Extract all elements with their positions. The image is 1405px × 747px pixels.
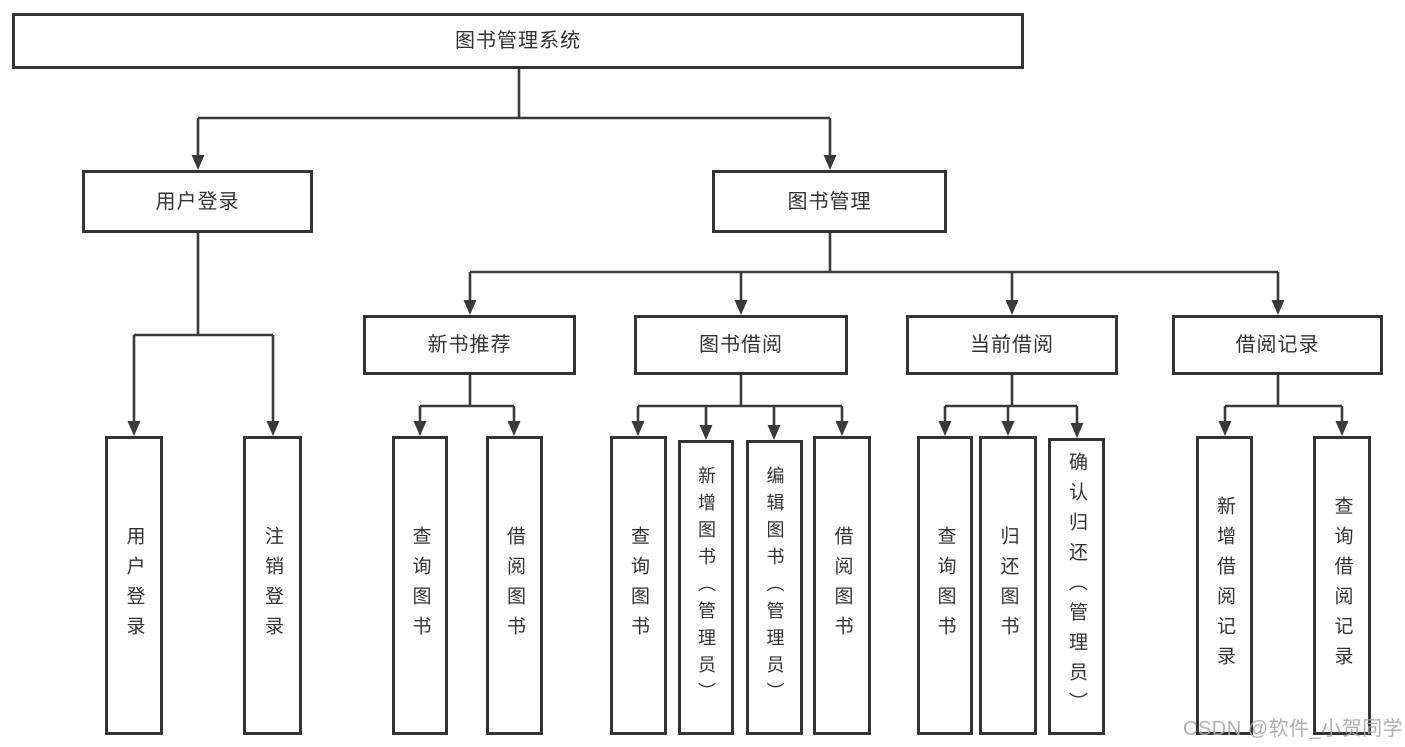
arrow-down-icon (699, 425, 713, 440)
node-label: 查询借阅记录 (1331, 495, 1353, 676)
connector-records-children (1218, 375, 1349, 436)
arrow-down-icon (1335, 421, 1349, 436)
arrow-down-icon (127, 421, 141, 436)
connector-recommend-children (413, 375, 521, 436)
arrow-down-icon (1070, 423, 1084, 438)
node-book-management: 图书管理 (712, 170, 947, 233)
arrow-down-icon (823, 155, 837, 170)
leaf-user-login: 用户登录 (105, 436, 163, 735)
node-label: 确认归还（管理员） (1066, 451, 1087, 722)
arrow-down-icon (413, 421, 427, 436)
node-current-borrow: 当前借阅 (906, 315, 1118, 375)
node-label: 新书推荐 (427, 334, 512, 356)
leaf-add-book-admin: 新增图书（管理员） (678, 440, 734, 735)
node-label: 查询图书 (934, 525, 956, 646)
arrow-down-icon (1218, 421, 1232, 436)
node-label: 借阅记录 (1235, 334, 1320, 356)
leaf-logout: 注销登录 (243, 436, 302, 735)
arrow-down-icon (835, 421, 849, 436)
node-label: 用户登录 (123, 525, 145, 646)
arrow-down-icon (631, 421, 645, 436)
connector-borrow-children (631, 375, 849, 440)
node-label: 新增图书（管理员） (696, 466, 716, 709)
node-label: 查询图书 (628, 525, 649, 646)
node-label: 注销登录 (262, 525, 283, 646)
node-library-system: 图书管理系统 (12, 13, 1024, 69)
connector-user-login-children (127, 233, 280, 436)
connector-book-management-children (463, 233, 1285, 315)
node-label: 新增借阅记录 (1214, 495, 1235, 676)
node-label: 图书借阅 (699, 334, 783, 356)
leaf-edit-book-admin: 编辑图书（管理员） (746, 440, 803, 735)
leaf-borrow-books: 借阅图书 (813, 436, 871, 735)
connector-root-to-level2 (191, 69, 837, 170)
node-label: 当前借阅 (970, 334, 1054, 356)
node-book-borrow: 图书借阅 (634, 315, 848, 375)
node-user-login: 用户登录 (82, 170, 313, 233)
arrow-down-icon (463, 300, 477, 315)
arrow-down-icon (507, 421, 521, 436)
node-label: 图书管理系统 (455, 30, 581, 52)
leaf-query-books-current: 查询图书 (917, 436, 973, 735)
arrow-down-icon (938, 421, 952, 436)
leaf-borrow-books-recommend: 借阅图书 (486, 436, 543, 735)
node-borrow-records: 借阅记录 (1172, 315, 1383, 375)
arrow-down-icon (767, 425, 781, 440)
node-label: 借阅图书 (831, 525, 853, 646)
node-label: 编辑图书（管理员） (764, 466, 785, 709)
arrow-down-icon (266, 421, 280, 436)
arrow-down-icon (734, 300, 748, 315)
connector-current-children (938, 375, 1084, 438)
leaf-confirm-return-admin: 确认归还（管理员） (1048, 438, 1105, 735)
arrow-down-icon (1005, 300, 1019, 315)
leaf-return-book: 归还图书 (979, 436, 1037, 735)
leaf-query-books-borrow: 查询图书 (610, 436, 667, 735)
watermark: CSDN @软件_小贺同学 (1183, 718, 1404, 740)
node-new-book-recommend: 新书推荐 (363, 315, 576, 375)
leaf-query-books-recommend: 查询图书 (392, 436, 448, 735)
node-label: 归还图书 (997, 525, 1019, 646)
arrow-down-icon (1271, 300, 1285, 315)
arrow-down-icon (1001, 421, 1015, 436)
leaf-add-borrow-record: 新增借阅记录 (1196, 436, 1253, 735)
node-label: 查询图书 (409, 525, 431, 646)
node-label: 图书管理 (787, 190, 872, 213)
leaf-query-borrow-record: 查询借阅记录 (1313, 436, 1371, 735)
arrow-down-icon (191, 155, 205, 170)
node-label: 用户登录 (155, 190, 240, 213)
node-label: 借阅图书 (504, 525, 525, 646)
